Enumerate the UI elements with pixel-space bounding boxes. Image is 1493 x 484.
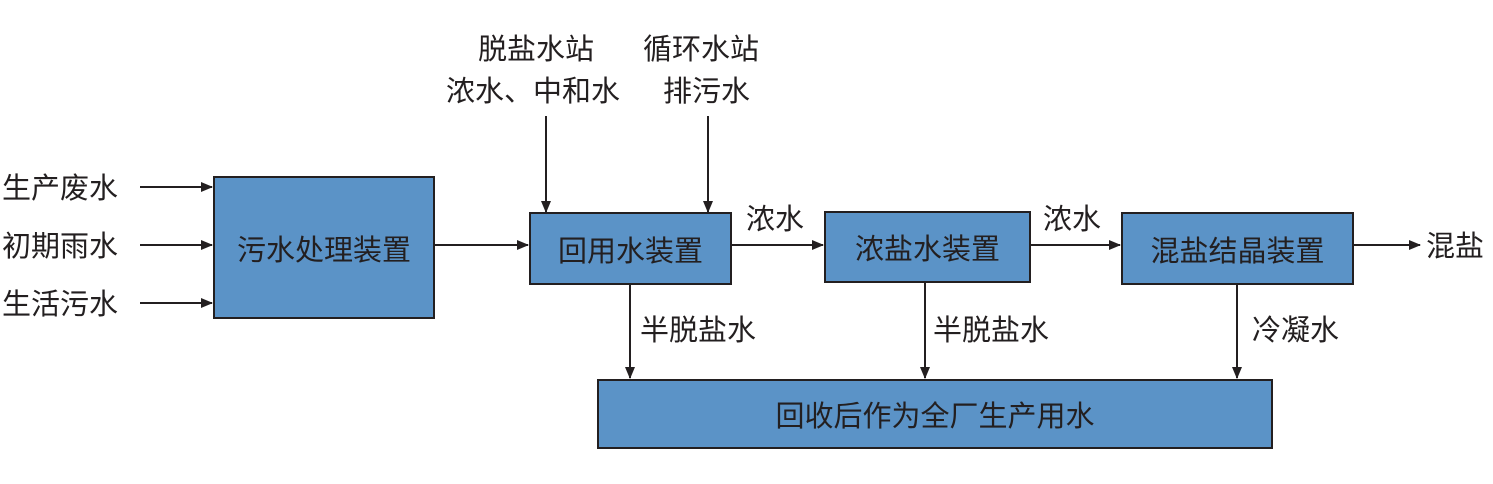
sewage-treatment-unit: 污水处理装置 bbox=[213, 176, 435, 319]
recovery-production-water-unit: 回收后作为全厂生产用水 bbox=[597, 379, 1273, 449]
mixed-salt-crystallization-label: 混盐结晶装置 bbox=[1150, 233, 1325, 268]
flow-label-concentrate-2: 浓水 bbox=[1043, 202, 1102, 236]
desalination-concentrate-label: 浓水、中和水 bbox=[446, 74, 621, 108]
flow-label-concentrate-1: 浓水 bbox=[746, 202, 805, 236]
brine-unit: 浓盐水装置 bbox=[824, 211, 1031, 283]
input-domestic-sewage: 生活污水 bbox=[2, 287, 119, 321]
flow-label-semi-desalted-2: 半脱盐水 bbox=[933, 313, 1050, 347]
flow-label-semi-desalted-1: 半脱盐水 bbox=[640, 313, 757, 347]
brine-label: 浓盐水装置 bbox=[854, 232, 1000, 266]
sewage-treatment-label: 污水处理装置 bbox=[236, 232, 411, 267]
input-initial-rainwater: 初期雨水 bbox=[2, 229, 119, 263]
recovery-production-water-label: 回收后作为全厂生产用水 bbox=[775, 399, 1095, 433]
reuse-water-unit: 回用水装置 bbox=[529, 212, 732, 285]
mixed-salt-crystallization-unit: 混盐结晶装置 bbox=[1121, 212, 1354, 285]
input-production-wastewater: 生产废水 bbox=[2, 171, 119, 205]
reuse-water-label: 回用水装置 bbox=[557, 233, 703, 268]
output-mixed-salt-label: 混盐 bbox=[1426, 229, 1485, 263]
desalination-station-label: 脱盐水站 bbox=[478, 32, 595, 66]
circulating-blowdown-label: 排污水 bbox=[663, 74, 751, 108]
circulating-station-label: 循环水站 bbox=[643, 32, 760, 66]
flow-label-condensate: 冷凝水 bbox=[1252, 313, 1340, 347]
